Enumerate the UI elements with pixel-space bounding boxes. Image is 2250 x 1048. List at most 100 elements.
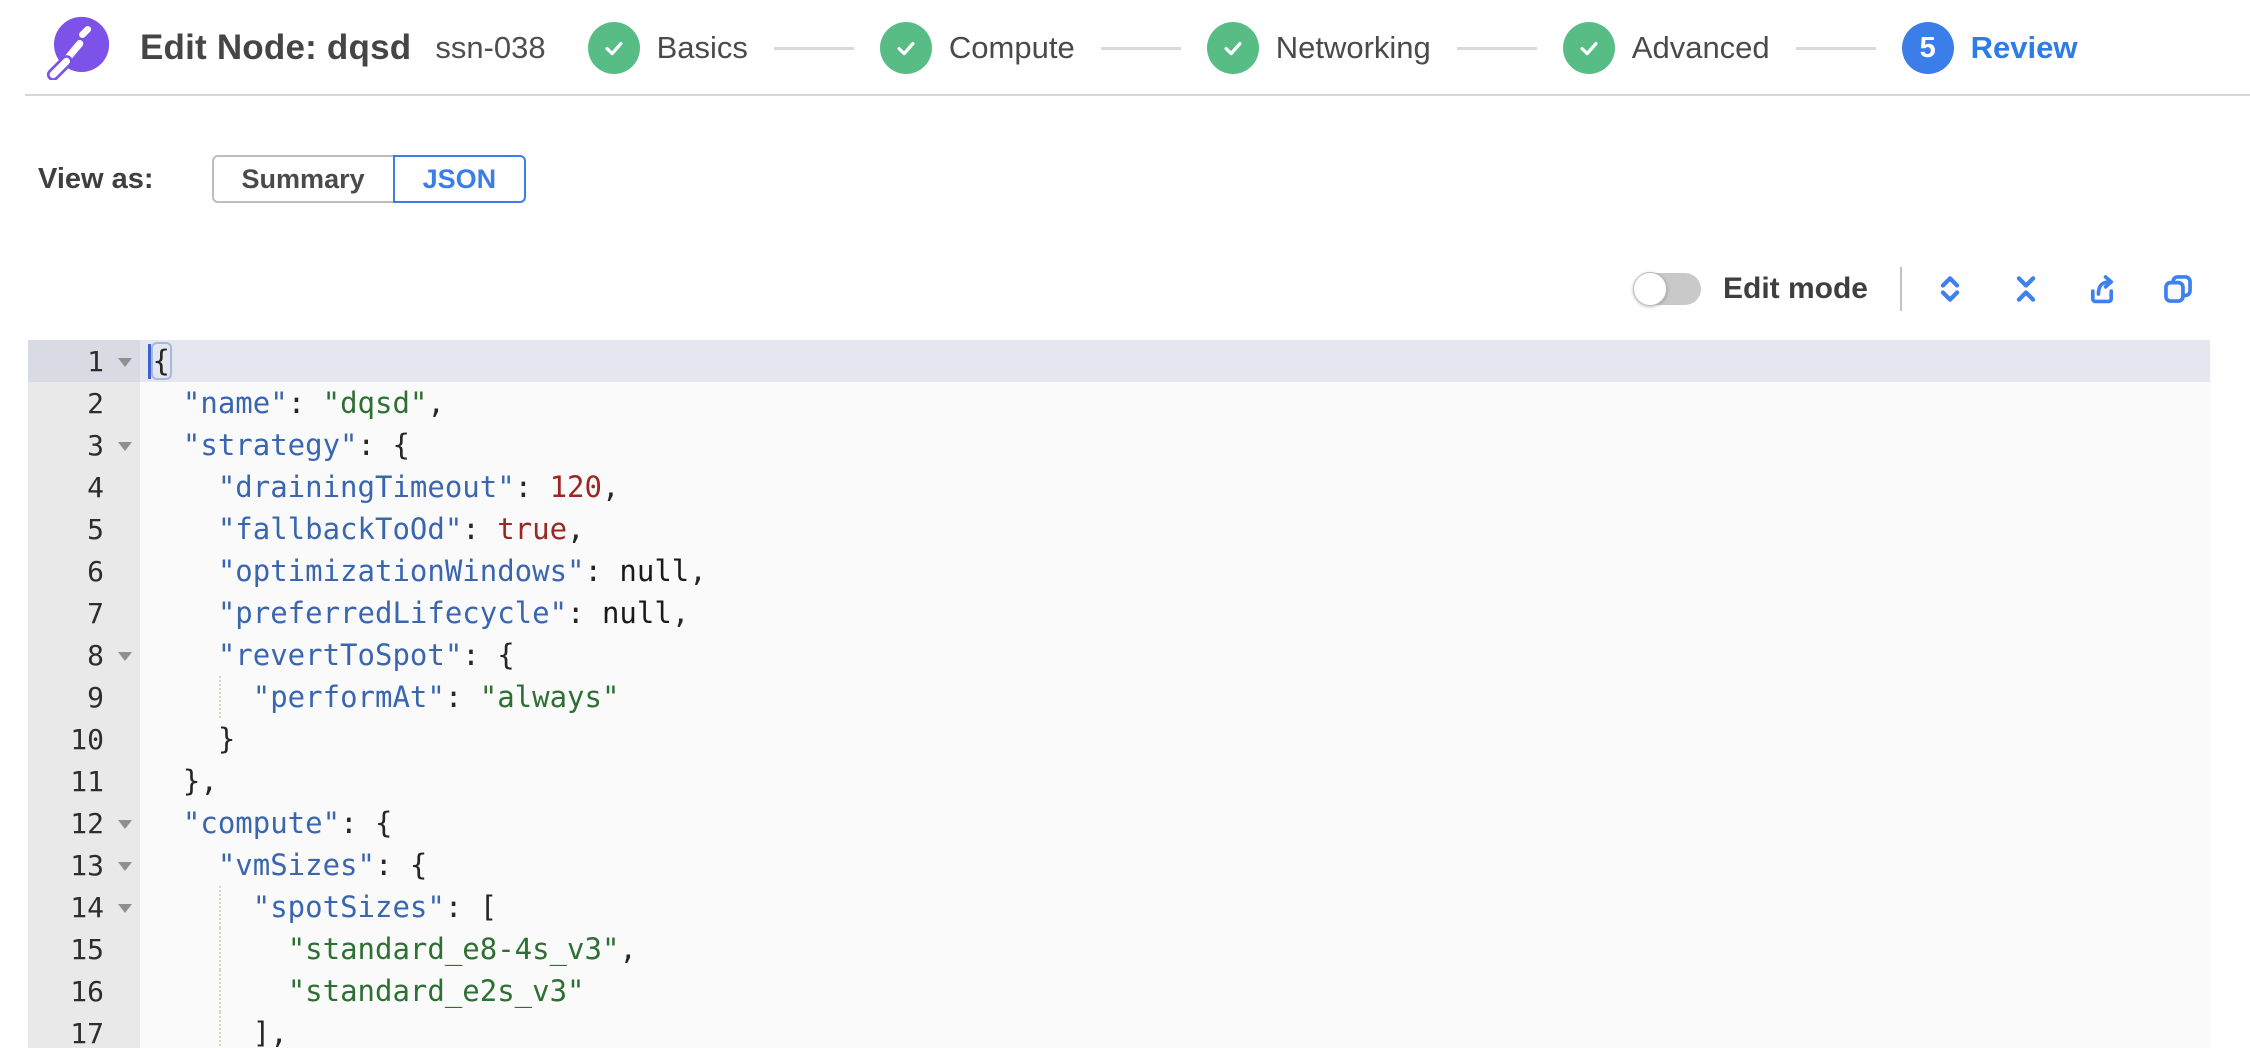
- step-review[interactable]: 5 Review: [1901, 22, 2078, 74]
- code-line[interactable]: 17 ],: [28, 1012, 2210, 1048]
- code-text[interactable]: "standard_e8-4s_v3",: [140, 928, 2210, 970]
- line-number-gutter: 15: [28, 928, 140, 970]
- view-as-segmented-control: Summary JSON: [211, 155, 527, 203]
- code-token: : {: [374, 848, 428, 882]
- line-number: 7: [87, 596, 104, 630]
- code-token: ,: [671, 596, 690, 630]
- step-basics[interactable]: Basics: [587, 22, 748, 74]
- toggle-knob[interactable]: [1632, 272, 1667, 306]
- code-token: [148, 554, 218, 588]
- step-label[interactable]: Compute: [948, 30, 1075, 65]
- code-token: [148, 596, 218, 630]
- fold-arrow-icon[interactable]: [118, 862, 132, 871]
- step-check-icon[interactable]: [1206, 22, 1259, 74]
- code-line[interactable]: 5 "fallbackToOd": true,: [28, 508, 2210, 550]
- step-connector: [773, 46, 854, 50]
- step-label[interactable]: Review: [1970, 30, 2078, 65]
- code-token: "always": [479, 680, 620, 714]
- step-check-icon[interactable]: [879, 22, 932, 74]
- code-line[interactable]: 6 "optimizationWindows": null,: [28, 550, 2210, 592]
- collapse-icon[interactable]: [2008, 271, 2044, 307]
- code-text[interactable]: ],: [140, 1012, 2210, 1048]
- code-token: [148, 428, 183, 462]
- code-line[interactable]: 11 },: [28, 760, 2210, 802]
- code-token: : {: [340, 806, 393, 840]
- matched-bracket: {: [152, 344, 170, 378]
- code-token: "revertToSpot": [217, 638, 463, 672]
- edit-mode-toggle[interactable]: [1632, 272, 1701, 306]
- fold-arrow-icon[interactable]: [118, 820, 132, 829]
- line-number: 10: [70, 722, 104, 756]
- expand-icon[interactable]: [1932, 271, 1968, 307]
- line-number: 1: [87, 344, 104, 378]
- step-label[interactable]: Networking: [1275, 30, 1431, 65]
- code-line[interactable]: 2 "name": "dqsd",: [28, 382, 2210, 424]
- code-token: [148, 932, 288, 966]
- code-line[interactable]: 8 "revertToSpot": {: [28, 634, 2210, 676]
- line-number-gutter: 3: [28, 424, 140, 466]
- code-token: ,: [427, 386, 445, 420]
- code-text[interactable]: "standard_e2s_v3": [140, 970, 2210, 1012]
- line-number: 4: [87, 470, 104, 504]
- code-text[interactable]: "name": "dqsd",: [140, 382, 2210, 424]
- code-text[interactable]: "revertToSpot": {: [140, 634, 2210, 676]
- step-label[interactable]: Basics: [656, 30, 748, 65]
- view-as-label: View as:: [38, 162, 154, 195]
- code-text[interactable]: "preferredLifecycle": null,: [140, 592, 2210, 634]
- fold-arrow-icon[interactable]: [118, 652, 132, 661]
- code-token: "dqsd": [322, 386, 428, 420]
- code-token: [148, 512, 218, 546]
- line-number: 6: [87, 554, 104, 588]
- code-text[interactable]: "vmSizes": {: [140, 844, 2210, 886]
- step-advanced[interactable]: Advanced: [1562, 22, 1770, 74]
- code-line[interactable]: 16 "standard_e2s_v3": [28, 970, 2210, 1012]
- step-check-icon[interactable]: [1562, 22, 1615, 74]
- code-text[interactable]: }: [140, 718, 2210, 760]
- code-token: [148, 848, 218, 882]
- code-text[interactable]: "compute": {: [140, 802, 2210, 844]
- export-icon[interactable]: [2084, 271, 2120, 307]
- code-token: "standard_e2s_v3": [287, 974, 585, 1008]
- code-line[interactable]: 9 "performAt": "always": [28, 676, 2210, 718]
- code-text[interactable]: },: [140, 760, 2210, 802]
- code-line[interactable]: 14 "spotSizes": [: [28, 886, 2210, 928]
- code-text[interactable]: "performAt": "always": [140, 676, 2210, 718]
- step-networking[interactable]: Networking: [1206, 22, 1431, 74]
- code-text[interactable]: "spotSizes": [: [140, 886, 2210, 928]
- step-label[interactable]: Advanced: [1631, 30, 1770, 65]
- code-line[interactable]: 4 "drainingTimeout": 120,: [28, 466, 2210, 508]
- code-token: : {: [357, 428, 410, 462]
- code-token: :: [584, 554, 620, 588]
- code-text[interactable]: {: [140, 340, 2210, 382]
- code-line[interactable]: 3 "strategy": {: [28, 424, 2210, 466]
- copy-icon[interactable]: [2160, 271, 2196, 307]
- code-line[interactable]: 7 "preferredLifecycle": null,: [28, 592, 2210, 634]
- code-text[interactable]: "optimizationWindows": null,: [140, 550, 2210, 592]
- code-line[interactable]: 1{: [28, 340, 2210, 382]
- line-number: 8: [87, 638, 104, 672]
- code-line[interactable]: 10 }: [28, 718, 2210, 760]
- code-line[interactable]: 15 "standard_e8-4s_v3",: [28, 928, 2210, 970]
- code-token: [148, 806, 183, 840]
- summary-view-button[interactable]: Summary: [211, 155, 395, 203]
- indent-guide: [219, 886, 221, 928]
- step-check-icon[interactable]: [587, 22, 640, 74]
- step-compute[interactable]: Compute: [879, 22, 1075, 74]
- code-token: "vmSizes": [217, 848, 375, 882]
- fold-arrow-icon[interactable]: [118, 358, 132, 367]
- fold-arrow-icon[interactable]: [118, 904, 132, 913]
- code-token: ,: [601, 470, 620, 504]
- json-view-button[interactable]: JSON: [392, 155, 527, 203]
- step-number-badge[interactable]: 5: [1901, 22, 1954, 74]
- line-number: 5: [87, 512, 104, 546]
- code-text[interactable]: "fallbackToOd": true,: [140, 508, 2210, 550]
- code-text[interactable]: "drainingTimeout": 120,: [140, 466, 2210, 508]
- code-text[interactable]: "strategy": {: [140, 424, 2210, 466]
- code-token: "drainingTimeout": [217, 470, 515, 504]
- code-line[interactable]: 12 "compute": {: [28, 802, 2210, 844]
- line-number-gutter: 6: [28, 550, 140, 592]
- json-code-editor[interactable]: 1{2 "name": "dqsd",3 "strategy": {4 "dra…: [28, 340, 2210, 1048]
- fold-arrow-icon[interactable]: [118, 442, 132, 451]
- code-line[interactable]: 13 "vmSizes": {: [28, 844, 2210, 886]
- line-number-gutter: 14: [28, 886, 140, 928]
